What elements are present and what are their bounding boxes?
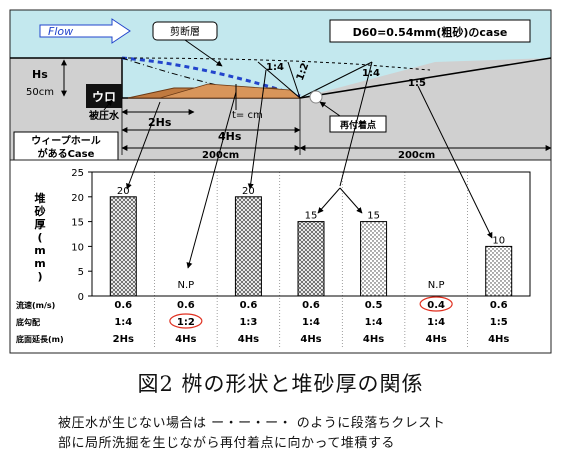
bar-value-label: 10 — [492, 235, 505, 246]
chart-bars: 20N.P 20 15 15N.P 10 — [109, 186, 513, 297]
y-axis-label-char: ( — [37, 231, 42, 244]
d60-box: D60=0.54mm(粗砂)のcase — [329, 19, 531, 43]
figure-note: 被圧水が生じない場合は ー・ー・ー・ のように段落ちクレスト 部に局所洗掘を生じ… — [58, 414, 445, 454]
bar-value-label: 20 — [242, 186, 255, 197]
uro-block — [86, 84, 122, 108]
slope-label-1-4: 1:4 — [266, 62, 284, 73]
four-hs-label: 4Hs — [218, 130, 242, 143]
flow-arrow: Flow — [39, 18, 131, 44]
table-cell: 0.4 — [427, 300, 445, 311]
bar — [109, 196, 137, 297]
table-cell: 0.5 — [365, 300, 383, 311]
hs-depth-label: 50cm — [26, 87, 54, 98]
slope-label-1-4-b: 1:4 — [362, 68, 380, 79]
bar-value-label: 15 — [305, 211, 318, 222]
table-row-label: 底面延長(m) — [15, 334, 64, 344]
table-cell: 1:4 — [114, 317, 132, 328]
bar-value-label: 20 — [117, 186, 130, 197]
y-tick-label: 0 — [78, 292, 84, 303]
table-row-label: 流速(m/s) — [16, 300, 55, 310]
y-tick-label: 25 — [71, 168, 84, 179]
streamline — [121, 57, 431, 71]
y-axis-label-char: m — [34, 257, 45, 270]
table-cell: 0.6 — [240, 300, 258, 311]
hs-label: Hs — [32, 68, 48, 81]
y-axis-label-char: 厚 — [35, 218, 46, 231]
chart-table: 流速(m/s) 0.6 0.6 0.6 0.6 0.5 0.4 0.6 底勾配 1:4 1:2 1:3… — [15, 296, 509, 345]
shear-layer-callout: 剪断層 — [152, 21, 223, 67]
table-row-label: 底勾配 — [15, 317, 40, 327]
table-cell: 0.6 — [302, 300, 320, 311]
pressure-water-label: 被圧水 — [89, 109, 120, 122]
plot-area — [91, 171, 531, 297]
dim-200-right-label: 200cm — [398, 150, 435, 161]
bar — [297, 221, 325, 297]
table-cell: 0.6 — [114, 300, 132, 311]
flume-diagram: Flow 剪断層 D60=0.54mm(粗砂)のcase Hs 50cm ウロ … — [9, 9, 552, 161]
shear-layer-curve — [121, 56, 301, 98]
table-cell: 1:2 — [177, 317, 195, 328]
bar-value-label: 15 — [367, 211, 380, 222]
note-line-2: 部に局所洗掘を生じながら再付着点に向かって堆積する — [58, 436, 395, 451]
dash-dot-curve — [121, 57, 241, 91]
bar-np-label: N.P — [178, 280, 195, 291]
reattach-point — [309, 90, 323, 104]
slope-line-1-2 — [287, 61, 301, 99]
weephole-box — [13, 131, 119, 161]
weephole-label-1: ウィープホール — [31, 134, 100, 147]
table-cell: 0.6 — [490, 300, 508, 311]
callout-arrows — [126, 61, 493, 269]
two-hs-label: 2Hs — [148, 116, 172, 129]
shear-layer-label: 剪断層 — [170, 25, 200, 38]
table-cell: 0.6 — [177, 300, 195, 311]
chart-grid — [154, 172, 468, 348]
table-cell: 1:4 — [427, 317, 445, 328]
uro-label: ウロ — [92, 90, 116, 104]
slope-line-1-4 — [257, 61, 301, 99]
y-tick-label: 10 — [71, 242, 84, 253]
y-tick-label: 20 — [71, 193, 84, 204]
figure-caption: 図2 桝の形状と堆砂厚の関係 — [137, 372, 424, 396]
weephole-label-2: があるCase — [38, 147, 95, 160]
d60-label: D60=0.54mm(粗砂)のcase — [353, 25, 508, 39]
reattach-label: 再付着点 — [340, 119, 376, 131]
table-cell: 4Hs — [363, 334, 384, 345]
highlight-circle — [169, 313, 203, 329]
flow-label: Flow — [48, 25, 73, 38]
highlight-circle — [419, 296, 453, 312]
y-tick-label: 15 — [71, 218, 84, 229]
table-cell: 1:4 — [365, 317, 383, 328]
chart-frame — [9, 159, 552, 354]
downstream-slope — [299, 57, 552, 99]
table-cell: 4Hs — [238, 334, 259, 345]
table-cell: 4Hs — [426, 334, 447, 345]
y-tick-label: 5 — [78, 267, 84, 278]
bar — [360, 221, 388, 297]
table-cell: 1:5 — [490, 317, 508, 328]
table-cell: 1:3 — [239, 317, 257, 328]
bar — [485, 245, 513, 297]
table-cell: 1:4 — [302, 317, 320, 328]
slope-label-1-5: 1:5 — [408, 78, 426, 89]
bar-np-label: N.P — [428, 280, 445, 291]
dim-200-left-label: 200cm — [202, 150, 239, 161]
t-label: t= cm — [232, 110, 263, 121]
y-axis-label-char: ) — [37, 270, 42, 283]
table-cell: 4Hs — [175, 334, 196, 345]
y-axis-label-char: 堆 — [35, 191, 46, 205]
y-axis-label-char: 砂 — [35, 204, 46, 218]
table-cell: 4Hs — [488, 334, 509, 345]
upslope-water — [300, 58, 551, 98]
note-line-1: 被圧水が生じない場合は ー・ー・ー・ のように段落ちクレスト — [58, 416, 446, 431]
bar — [234, 196, 262, 297]
table-cell: 4Hs — [300, 334, 321, 345]
table-cell: 2Hs — [113, 334, 134, 345]
y-axis-label-char: m — [34, 244, 45, 257]
